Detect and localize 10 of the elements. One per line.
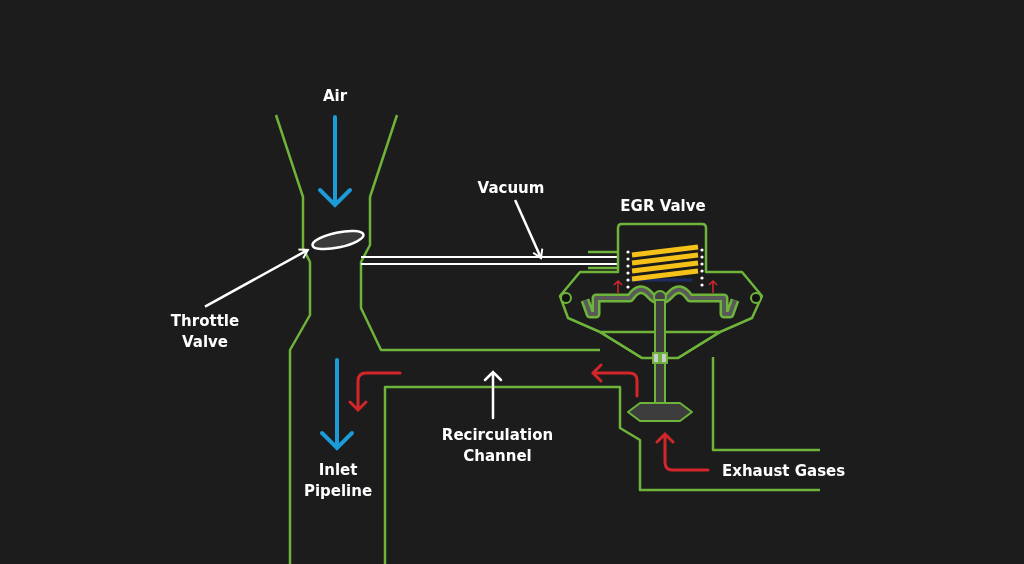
part-label: Air — [321, 86, 349, 107]
part-label: EGR Valve — [619, 196, 707, 217]
leader-line — [513, 199, 544, 259]
throttle-plate — [309, 229, 367, 251]
callout-label: Throttle Valve — [150, 311, 260, 353]
part-label: Exhaust Gases — [722, 461, 847, 482]
part-label: Recirculation Channel — [440, 425, 555, 467]
leader-line — [204, 248, 309, 308]
callout-label: Vacuum — [470, 178, 552, 199]
part-label: Inlet Pipeline — [302, 460, 374, 502]
